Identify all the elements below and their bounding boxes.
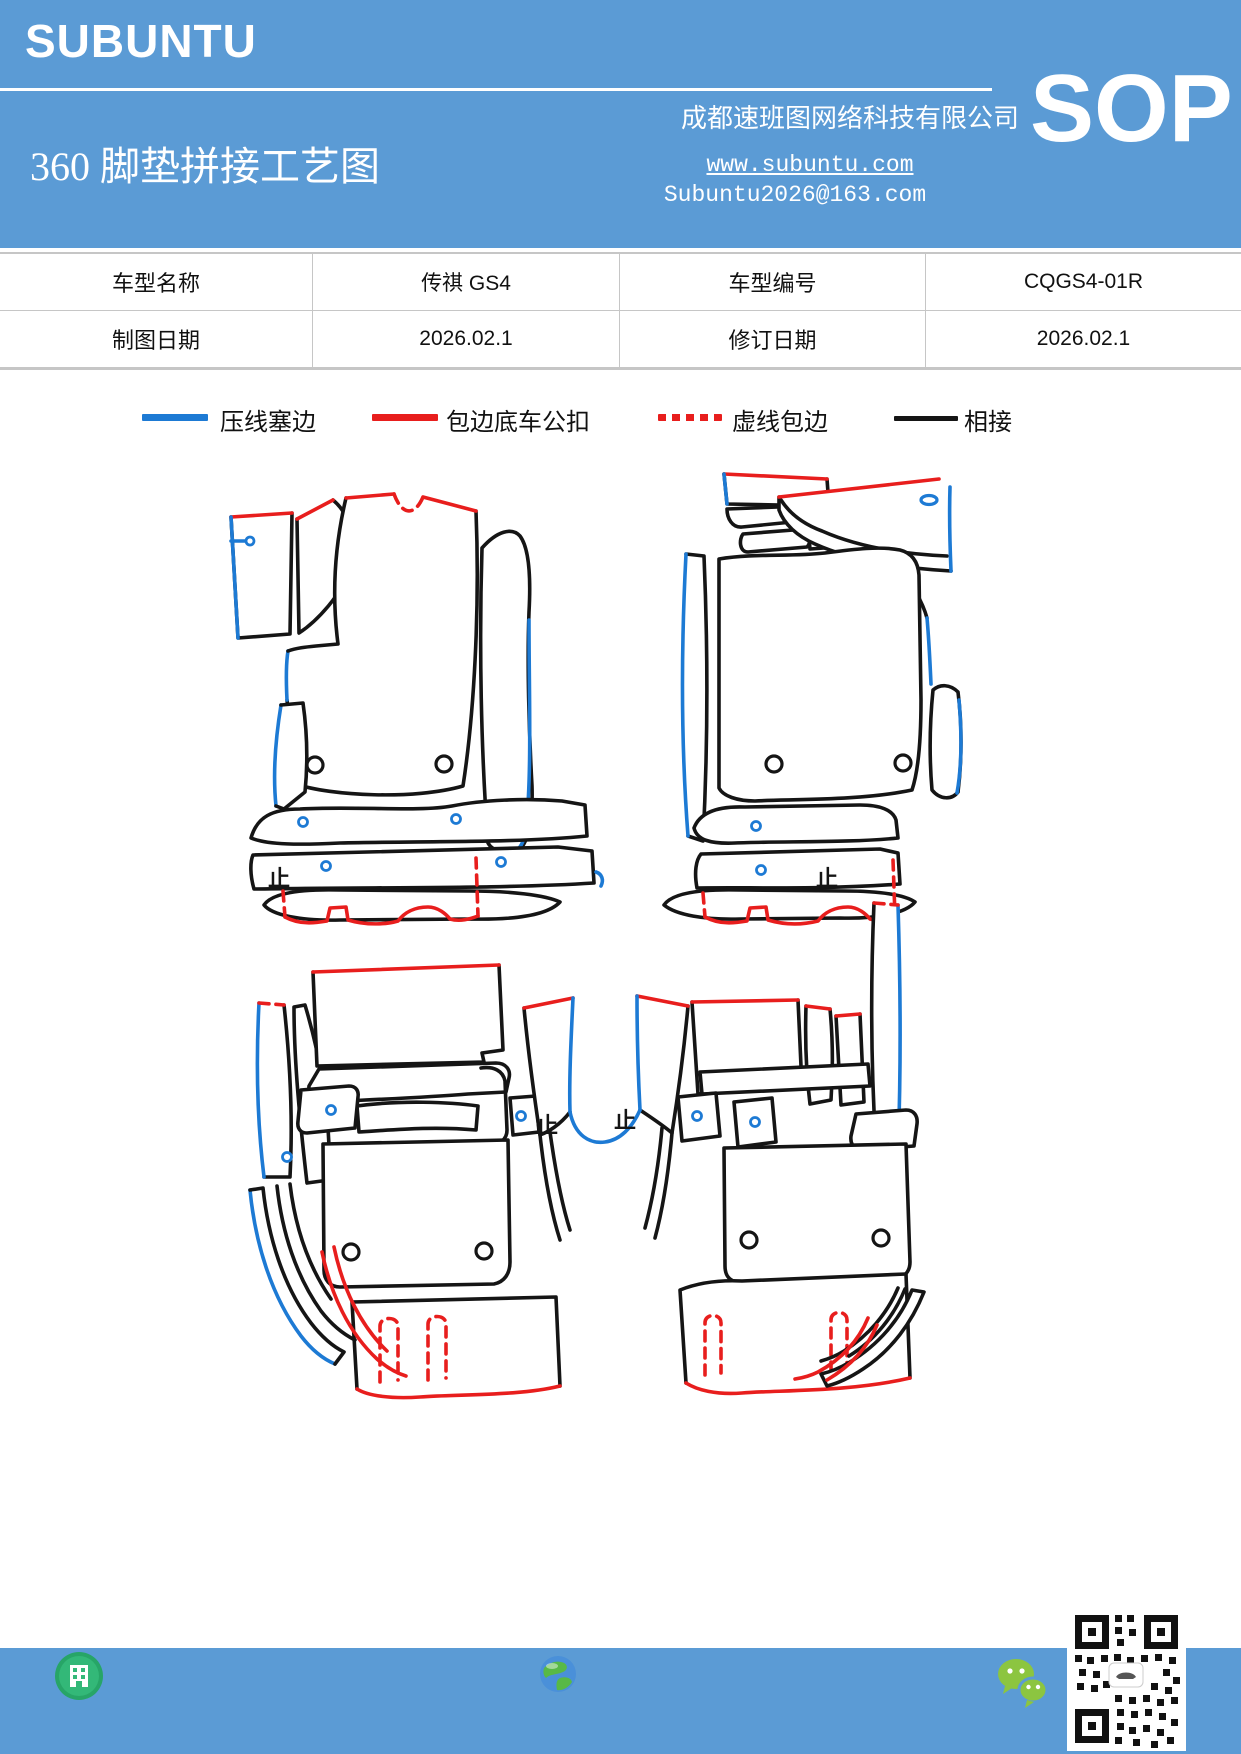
piece-right-strip: [478, 529, 534, 854]
mat-pattern-drawing: 止: [229, 472, 963, 1400]
piece-rear-right-band: [698, 1062, 872, 1096]
qr-center-logo: [1116, 1672, 1136, 1679]
sop-label: SOP: [1030, 55, 1233, 162]
qr-code: [1067, 1607, 1186, 1751]
piece-sill-band-2: [249, 845, 605, 891]
legend-label-dashed-binding: 虚线包边: [732, 410, 828, 436]
stop-mark: 止: [268, 866, 290, 891]
diagram-front-right: 止: [662, 472, 963, 926]
brand-logo-text: SUBUNTU: [25, 15, 257, 67]
piece-main-panel-right: [717, 546, 923, 803]
header-website-link[interactable]: www.subuntu.com: [706, 152, 914, 178]
piece-dashed-binding-right: [701, 858, 897, 926]
legend-swatch-red-line: [372, 414, 438, 421]
cell-draw-date-value: 2026.02.1: [313, 311, 620, 368]
legend-swatch-blue-line: [142, 414, 208, 421]
piece-rear-right-clips: [676, 1091, 919, 1152]
piece-side-right: [928, 683, 963, 800]
cell-draw-date-label: 制图日期: [0, 311, 313, 368]
legend-swatch-red-dashed-line: [658, 414, 722, 421]
diagram-front-left: 止: [229, 492, 605, 926]
piece-dashed-binding: [281, 856, 480, 926]
diagram-rear: 止 止: [248, 901, 926, 1400]
legend-label-binding-male: 包边底车公扣: [446, 410, 590, 436]
piece-rear-left-legs: [248, 1182, 408, 1378]
header-company-name: 成都速班图网络科技有限公司: [680, 104, 1019, 133]
building-icon: [55, 1652, 103, 1700]
piece-rear-left-rect: [311, 963, 505, 1068]
piece-tunnel: 止 止: [522, 994, 690, 1242]
footer-banner: 成都速班图网络科技有限公司 www.subuntu.com: [0, 1648, 1241, 1754]
piece-boat-right: [662, 888, 917, 921]
header-banner: SUBUNTU 成都速班图网络科技有限公司 360 脚垫拼接工艺图 SOP ww…: [0, 0, 1241, 248]
piece-left-strip: [680, 552, 709, 843]
piece-side-small: [272, 701, 309, 811]
legend-label-joint: 相接: [964, 410, 1012, 436]
vehicle-info-table: 车型名称 传祺 GS4 车型编号 CQGS4-01R 制图日期 2026.02.…: [0, 252, 1241, 370]
piece-rear-right-mat: [722, 1142, 912, 1284]
piece-sill-band-right-2: [693, 847, 902, 890]
piece-small-rect: [229, 511, 294, 640]
legend-label-press-edge: 压线塞边: [220, 410, 316, 436]
page-title: 360 脚垫拼接工艺图: [30, 144, 380, 189]
stop-mark: 止: [614, 1108, 636, 1133]
cell-vehicle-name-value: 传祺 GS4: [313, 254, 620, 311]
piece-rear-left-trapezoid: [350, 1295, 562, 1400]
header-divider-line: [0, 88, 992, 91]
piece-rear-left-mat: [321, 1138, 512, 1289]
header-email: Subuntu2026@163.com: [663, 182, 927, 208]
stop-mark: 止: [816, 866, 838, 891]
piece-sill-band-right-1: [692, 803, 900, 845]
piece-boat: [262, 888, 562, 922]
cell-revise-date-value: 2026.02.1: [926, 311, 1241, 368]
cell-revise-date-label: 修订日期: [620, 311, 926, 368]
stop-mark: 止: [536, 1113, 558, 1138]
piece-sill-band-1: [249, 797, 589, 846]
piece-rear-right-far: [834, 1012, 866, 1107]
cell-vehicle-name-label: 车型名称: [0, 254, 313, 311]
piece-rear-left-strip: [255, 1001, 293, 1179]
wechat-icon: [998, 1659, 1049, 1708]
cell-model-code-value: CQGS4-01R: [926, 254, 1241, 311]
legend-swatch-black-line: [894, 416, 958, 421]
cell-model-code-label: 车型编号: [620, 254, 926, 311]
globe-icon: [540, 1656, 576, 1692]
piece-rear-right-legs: [793, 1286, 926, 1388]
